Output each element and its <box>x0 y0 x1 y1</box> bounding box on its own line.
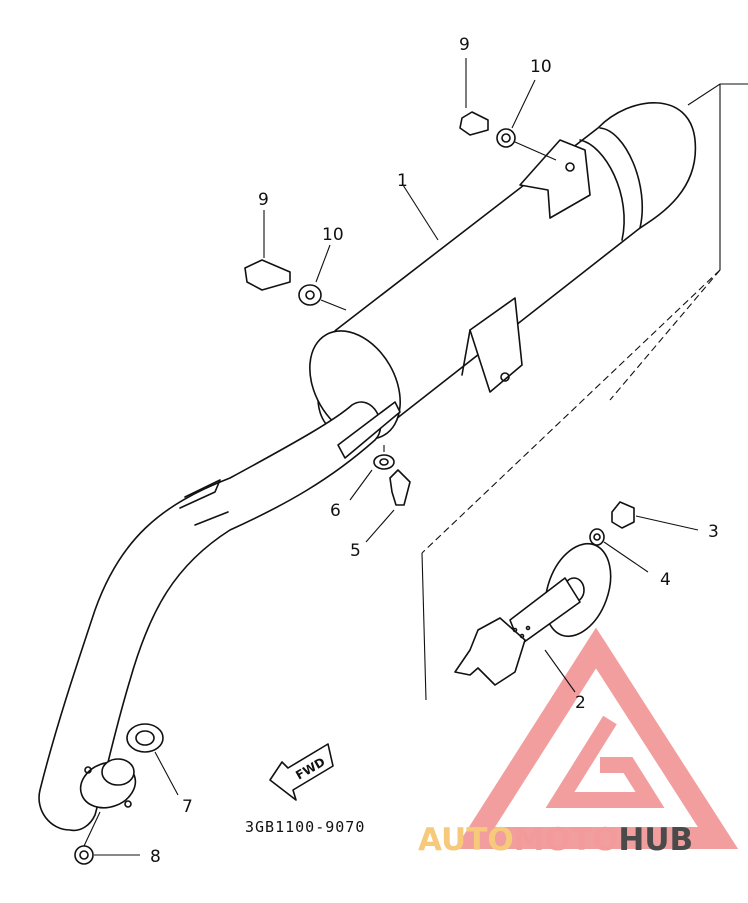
callout-tailpipe-bolt: 3 <box>708 522 719 542</box>
callout-exhaust-gasket: 7 <box>182 797 193 817</box>
rear-fasteners <box>459 58 557 161</box>
muffler-leader <box>402 184 439 241</box>
head-pipe <box>38 401 401 832</box>
callout-bolt-rear: 9 <box>459 35 470 55</box>
guide-lines <box>421 83 748 701</box>
diagram-code: 3GB1100-9070 <box>245 818 365 836</box>
fwd-arrow: FWD <box>269 743 334 801</box>
callout-bolt-front: 9 <box>258 190 269 210</box>
tailpipe <box>454 542 612 693</box>
exhaust-gasket <box>126 723 179 796</box>
callout-tailpipe-washer: 4 <box>660 570 671 590</box>
callout-center-bolt: 5 <box>350 541 361 561</box>
callout-washer-rear: 10 <box>530 57 552 77</box>
exhaust-flange <box>79 758 137 809</box>
callout-tailpipe: 2 <box>575 693 586 713</box>
tailpipe-fasteners <box>589 501 699 573</box>
callout-muffler: 1 <box>397 171 408 191</box>
callout-washer-front: 10 <box>322 225 344 245</box>
exhaust-nut <box>74 811 140 865</box>
watermark-part-auto: AUTO <box>418 822 514 858</box>
callout-center-washer: 6 <box>330 501 341 521</box>
watermark-logo <box>454 627 739 849</box>
center-fasteners <box>349 445 411 543</box>
front-fasteners <box>244 210 347 311</box>
watermark-part-moto: MOTO <box>514 822 619 858</box>
watermark-wordmark: AUTOMOTOHUB <box>418 822 693 858</box>
muffler <box>309 102 697 440</box>
callout-exhaust-nut: 8 <box>150 847 161 867</box>
watermark-part-hub: HUB <box>618 822 693 858</box>
